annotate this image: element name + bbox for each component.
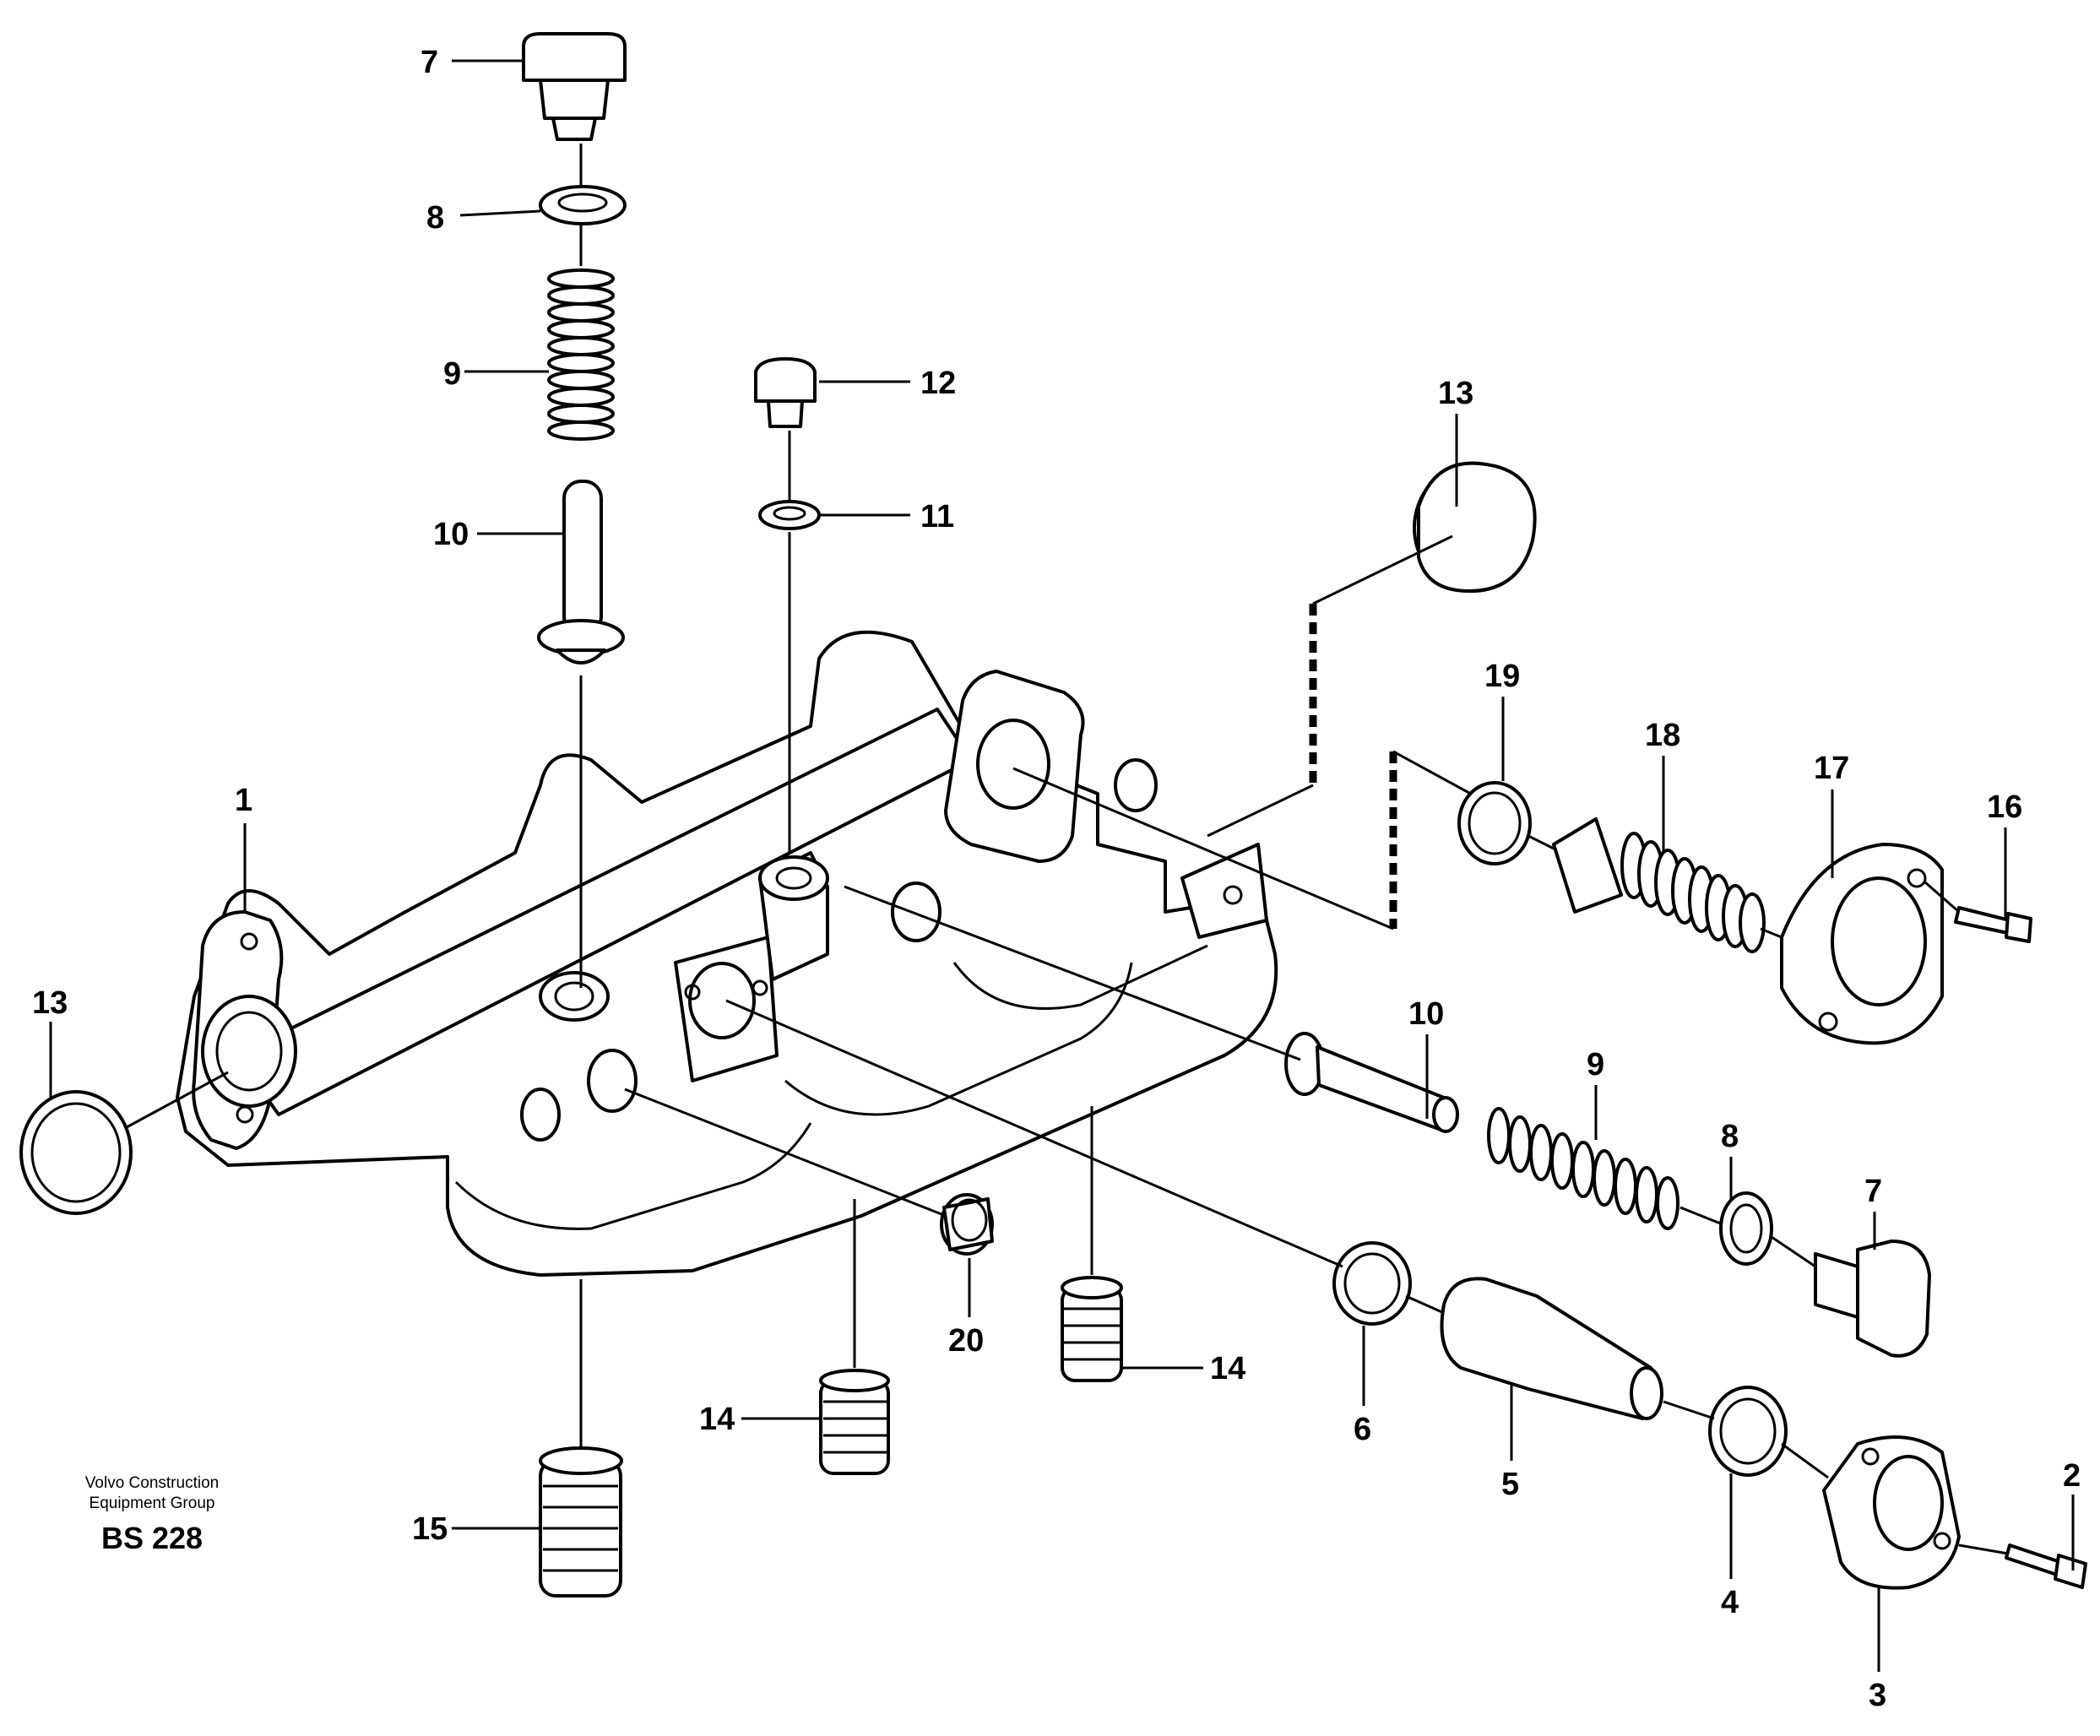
callout-10-top: 10: [433, 517, 469, 552]
org-name-line2: Equipment Group: [89, 1495, 215, 1512]
housing-part-1: [176, 630, 1278, 1277]
callout-10-right: 10: [1408, 996, 1444, 1032]
cover-3: [1822, 1435, 1961, 1590]
callout-5: 5: [1501, 1467, 1519, 1502]
callout-20: 20: [948, 1323, 984, 1359]
lower-parts: [19, 1071, 1123, 1598]
relief-valve-upper: [1457, 781, 2032, 1045]
sleeve-15: [539, 1446, 623, 1598]
callout-2: 2: [2063, 1458, 2081, 1494]
cover-17: [1780, 843, 1944, 1045]
callout-7-right: 7: [1864, 1174, 1882, 1209]
callout-13-left: 13: [32, 985, 68, 1021]
cap-13-left: [19, 1090, 133, 1215]
callout-19: 19: [1484, 659, 1520, 694]
drawing-footer: Volvo Construction Equipment Group BS 22…: [34, 1473, 270, 1556]
callout-12: 12: [920, 366, 956, 401]
sleeve-14-left: [819, 1369, 890, 1475]
cap-13-right: [1012, 461, 1537, 930]
valve-stack-top: [522, 32, 627, 988]
spring-9-right: [1487, 1107, 1679, 1230]
valve-10-top: [537, 480, 625, 665]
callout-4: 4: [1721, 1585, 1739, 1620]
callout-11: 11: [920, 499, 954, 534]
spring-9-top: [547, 269, 615, 441]
callout-1: 1: [235, 783, 252, 818]
plug-12-stack: [754, 357, 821, 853]
callout-14-left: 14: [699, 1402, 735, 1437]
callout-16: 16: [1987, 789, 2022, 825]
drawing-code: BS 228: [100, 1521, 203, 1555]
callout-7-top: 7: [421, 45, 438, 80]
plug-7-top: [522, 32, 627, 82]
callout-13-right: 13: [1438, 376, 1473, 411]
callout-3: 3: [1869, 1678, 1886, 1713]
washer-8-top: [539, 185, 627, 225]
org-name-line1: Volvo Construction: [84, 1474, 220, 1492]
callout-8-top: 8: [426, 200, 444, 236]
callout-14-right: 14: [1210, 1351, 1245, 1386]
callout-9-top: 9: [443, 356, 461, 392]
valve-lower-assembly: [725, 999, 2087, 1590]
washer-8-right: [1719, 1191, 1773, 1266]
callout-9-right: 9: [1587, 1047, 1604, 1082]
sleeve-14-right: [1061, 1276, 1123, 1382]
callout-8-right: 8: [1721, 1119, 1739, 1154]
callout-6: 6: [1354, 1412, 1371, 1447]
callout-17: 17: [1814, 751, 1849, 786]
plug-7-right: [1814, 1240, 1931, 1358]
piston-5: [1440, 1277, 1663, 1420]
bolt-16: [1954, 906, 2032, 943]
relief-valve-lower: [844, 885, 1931, 1358]
callout-labels: 7 8 9 10 12 11 1 13 13 19 18 17 16 10 9 …: [32, 45, 2081, 1713]
sleeve-20: [940, 1193, 994, 1256]
callout-18: 18: [1645, 718, 1680, 753]
spring-18: [1552, 817, 1766, 953]
callout-15: 15: [412, 1511, 448, 1547]
callout-leaders: [49, 59, 2075, 1672]
valve-10-right: [1284, 1032, 1459, 1133]
